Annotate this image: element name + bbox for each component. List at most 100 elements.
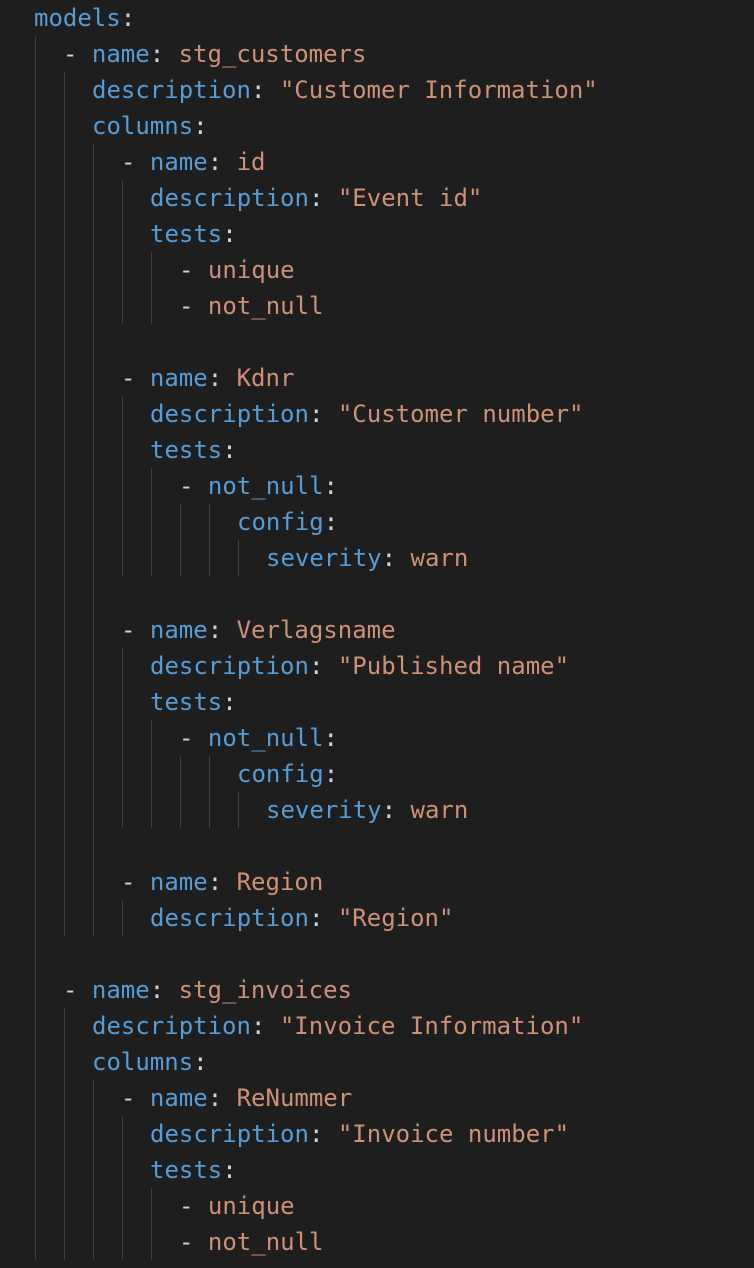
- colon: :: [207, 616, 237, 644]
- code-line[interactable]: - name: Verlagsname: [0, 612, 754, 648]
- colon: :: [149, 976, 179, 1004]
- colon: :: [193, 1048, 208, 1076]
- yaml-key: name: [149, 616, 208, 644]
- blank-line[interactable]: [0, 324, 754, 360]
- code-line[interactable]: tests:: [0, 1152, 754, 1188]
- colon: :: [323, 508, 339, 536]
- colon: :: [207, 868, 237, 896]
- yaml-key: name: [91, 976, 150, 1004]
- yaml-value: "Event id": [337, 184, 483, 212]
- code-line[interactable]: - not_null: [0, 1224, 754, 1260]
- yaml-key: name: [149, 1084, 208, 1112]
- line-content: tests:: [150, 684, 237, 720]
- indent-guide: [209, 504, 210, 576]
- indent-guide: [122, 900, 123, 936]
- yaml-value: Verlagsname: [236, 616, 396, 644]
- yaml-key: tests: [150, 1156, 223, 1184]
- code-line[interactable]: - not_null: [0, 288, 754, 324]
- yaml-key: tests: [150, 220, 223, 248]
- code-line[interactable]: columns:: [0, 108, 754, 144]
- code-line[interactable]: description: "Region": [0, 900, 754, 936]
- line-content: - not_null:: [179, 720, 338, 756]
- code-line[interactable]: description: "Published name": [0, 648, 754, 684]
- code-line[interactable]: columns:: [0, 1044, 754, 1080]
- colon: :: [222, 436, 237, 464]
- code-line[interactable]: description: "Customer number": [0, 396, 754, 432]
- code-line[interactable]: - name: id: [0, 144, 754, 180]
- colon: :: [323, 472, 338, 500]
- list-dash: -: [121, 148, 150, 176]
- colon: :: [207, 364, 237, 392]
- code-line[interactable]: - unique: [0, 252, 754, 288]
- code-line[interactable]: tests:: [0, 684, 754, 720]
- yaml-value: "Customer number": [337, 400, 584, 428]
- code-line[interactable]: description: "Invoice number": [0, 1116, 754, 1152]
- yaml-value: "Invoice Information": [279, 1012, 584, 1040]
- colon: :: [308, 184, 338, 212]
- colon: :: [381, 796, 411, 824]
- list-dash: -: [63, 976, 92, 1004]
- yaml-key: columns: [92, 1048, 194, 1076]
- code-line[interactable]: - unique: [0, 1188, 754, 1224]
- colon: :: [222, 220, 237, 248]
- line-content: severity: warn: [266, 540, 468, 576]
- indent-guide: [151, 720, 152, 828]
- yaml-value: Kdnr: [236, 364, 295, 392]
- yaml-key: name: [149, 868, 208, 896]
- code-line[interactable]: tests:: [0, 432, 754, 468]
- yaml-key: name: [149, 364, 208, 392]
- yaml-key: description: [150, 184, 309, 212]
- yaml-key: config: [237, 508, 324, 536]
- code-line[interactable]: severity: warn: [0, 792, 754, 828]
- list-dash: -: [179, 1228, 208, 1256]
- yaml-key: columns: [92, 112, 194, 140]
- yaml-value: "Published name": [337, 652, 570, 680]
- indent-guide: [122, 1116, 123, 1260]
- yaml-key: not_null: [207, 472, 324, 500]
- code-line[interactable]: description: "Customer Information": [0, 72, 754, 108]
- yaml-key: models: [34, 4, 121, 32]
- colon: :: [250, 76, 280, 104]
- code-line[interactable]: - not_null:: [0, 468, 754, 504]
- yaml-value: not_null: [207, 292, 324, 320]
- blank-line[interactable]: [0, 828, 754, 864]
- line-content: description: "Customer number": [150, 396, 584, 432]
- yaml-key: name: [91, 40, 150, 68]
- code-line[interactable]: - name: Region: [0, 864, 754, 900]
- line-content: - name: Verlagsname: [121, 612, 396, 648]
- yaml-value: "Invoice number": [337, 1120, 570, 1148]
- line-content: tests:: [150, 216, 237, 252]
- line-content: - unique: [179, 252, 295, 288]
- code-line[interactable]: models:: [0, 0, 754, 36]
- yaml-key: name: [149, 148, 208, 176]
- line-content: description: "Region": [150, 900, 453, 936]
- yaml-key: description: [92, 1012, 251, 1040]
- list-dash: -: [63, 40, 92, 68]
- code-line[interactable]: tests:: [0, 216, 754, 252]
- code-line[interactable]: - name: Kdnr: [0, 360, 754, 396]
- yaml-value: not_null: [207, 1228, 324, 1256]
- indent-guide: [64, 1008, 65, 1260]
- code-line[interactable]: description: "Event id": [0, 180, 754, 216]
- yaml-key: severity: [266, 544, 382, 572]
- indent-guide: [209, 756, 210, 828]
- blank-line[interactable]: [0, 936, 754, 972]
- colon: :: [250, 1012, 280, 1040]
- yaml-value: ReNummer: [236, 1084, 353, 1112]
- indent-guide: [122, 396, 123, 576]
- code-line[interactable]: - name: ReNummer: [0, 1080, 754, 1116]
- code-line[interactable]: - name: stg_invoices: [0, 972, 754, 1008]
- blank-line[interactable]: [0, 576, 754, 612]
- code-line[interactable]: severity: warn: [0, 540, 754, 576]
- code-line[interactable]: - not_null:: [0, 720, 754, 756]
- code-line[interactable]: config:: [0, 756, 754, 792]
- code-line[interactable]: config:: [0, 504, 754, 540]
- code-line[interactable]: description: "Invoice Information": [0, 1008, 754, 1044]
- code-line[interactable]: - name: stg_customers: [0, 36, 754, 72]
- colon: :: [323, 760, 339, 788]
- list-dash: -: [179, 472, 208, 500]
- line-content: - unique: [179, 1188, 295, 1224]
- line-content: tests:: [150, 1152, 237, 1188]
- indent-guide: [93, 144, 94, 936]
